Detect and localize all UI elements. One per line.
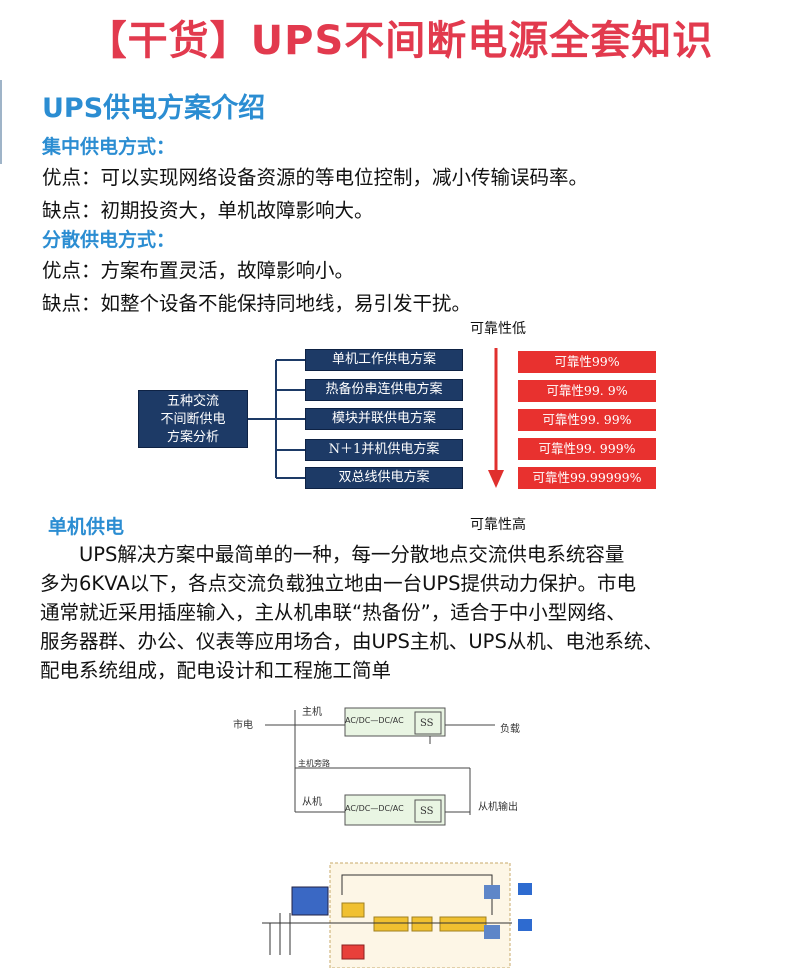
left-accent-bar xyxy=(0,80,2,164)
slave-converter-label: AC/DC—DC/AC xyxy=(345,804,404,813)
distributed-con: 缺点：如整个设备不能保持同地线，易引发干扰。 xyxy=(42,292,472,315)
slave-label: 从机 xyxy=(302,797,322,808)
root-line-3: 方案分析 xyxy=(166,430,219,445)
scheme-box-1: 单机工作供电方案 xyxy=(305,349,463,371)
section-subtitle: UPS供电方案介绍 xyxy=(42,93,266,124)
hot-standby-schematic xyxy=(265,707,495,826)
load-label: 负载 xyxy=(500,724,520,735)
host-bypass-label: 主机旁路 xyxy=(298,759,330,768)
host-label: 主机 xyxy=(302,707,322,718)
reliability-low-label: 可靠性低 xyxy=(470,321,526,337)
slave-output-label: 从机输出 xyxy=(478,802,518,813)
system-illustration xyxy=(262,862,532,968)
host-converter-label: AC/DC—DC/AC xyxy=(345,716,404,725)
reliability-box-4: 可靠性99. 999% xyxy=(518,438,656,460)
scheme-box-3: 模块并联供电方案 xyxy=(305,408,463,430)
single-heading: 单机供电 xyxy=(48,516,125,538)
slave-ss-label: SS xyxy=(420,806,434,817)
distributed-heading: 分散供电方式： xyxy=(42,229,176,251)
distributed-pro: 优点：方案布置灵活，故障影响小。 xyxy=(42,259,355,282)
mains-label: 市电 xyxy=(233,720,253,731)
root-line-1: 五种交流 xyxy=(166,394,219,409)
single-line-3: 通常就近采用插座输入，主从机串联“热备份”，适合于中小型网络、 xyxy=(40,601,626,624)
central-con: 缺点：初期投资大，单机故障影响大。 xyxy=(42,199,374,222)
single-line-4: 服务器群、办公、仪表等应用场合，由UPS主机、UPS从机、电池系统、 xyxy=(40,630,663,653)
single-line-2: 多为6KVA以下，各点交流负载独立地由一台UPS提供动力保护。市电 xyxy=(40,572,637,595)
page-title: 【干货】UPS不间断电源全套知识 xyxy=(86,18,714,64)
reliability-box-3: 可靠性99. 99% xyxy=(518,409,656,431)
single-line-1: UPS解决方案中最简单的一种，每一分散地点交流供电系统容量 xyxy=(40,543,625,566)
reliability-high-label: 可靠性高 xyxy=(470,517,526,533)
host-ss-label: SS xyxy=(420,718,434,729)
single-paragraph: UPS解决方案中最简单的一种，每一分散地点交流供电系统容量 多为6KVA以下，各… xyxy=(40,540,780,685)
root-box: 五种交流 不间断供电 方案分析 xyxy=(138,390,248,448)
central-pro: 优点：可以实现网络设备资源的等电位控制，减小传输误码率。 xyxy=(42,166,589,189)
reliability-box-2: 可靠性99. 9% xyxy=(518,380,656,402)
tree-connectors xyxy=(248,359,306,479)
reliability-arrow xyxy=(488,348,504,488)
scheme-box-5: 双总线供电方案 xyxy=(305,467,463,489)
scheme-box-2: 热备份串连供电方案 xyxy=(305,379,463,401)
root-line-2: 不间断供电 xyxy=(160,412,226,427)
central-heading: 集中供电方式： xyxy=(42,136,176,158)
reliability-box-1: 可靠性99% xyxy=(518,351,656,373)
reliability-box-5: 可靠性99.99999% xyxy=(518,467,656,489)
scheme-box-4: N＋1并机供电方案 xyxy=(305,439,463,461)
single-line-5: 配电系统组成，配电设计和工程施工简单 xyxy=(40,659,392,682)
